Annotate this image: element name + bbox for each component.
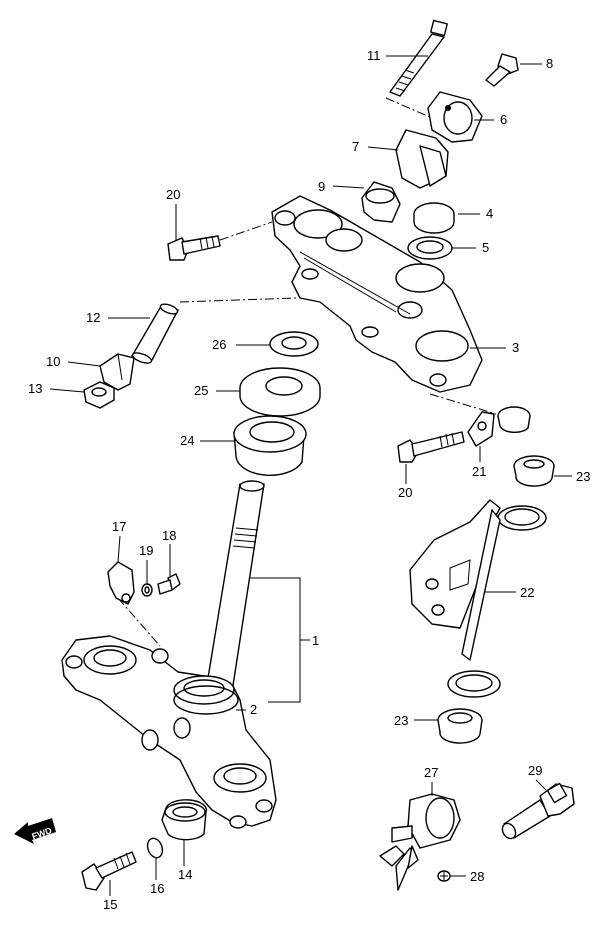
nut-13 (83, 381, 115, 409)
callout-23-lower: 23 (394, 713, 408, 728)
cable-guide-12 (131, 303, 179, 364)
callout-15: 15 (103, 897, 117, 912)
callout-6: 6 (500, 112, 507, 127)
bolt-20-lower (397, 431, 465, 463)
screw-28 (437, 870, 451, 882)
handlebar-clamp-upper (427, 91, 483, 143)
upper-bracket (271, 195, 483, 393)
bolt-20-upper (167, 235, 221, 261)
callout-26: 26 (212, 337, 226, 352)
callout-16: 16 (150, 881, 164, 896)
callout-22: 22 (520, 585, 534, 600)
callout-5: 5 (482, 240, 489, 255)
bolt-15 (81, 851, 137, 891)
callout-9: 9 (318, 179, 325, 194)
washer-16 (146, 837, 164, 859)
grommet-23-upper (497, 406, 531, 434)
callout-4: 4 (486, 206, 493, 221)
washer-21 (467, 411, 495, 447)
callout-28: 28 (470, 869, 484, 884)
callout-23-upper: 23 (576, 469, 590, 484)
bracket-10 (99, 353, 135, 391)
washer-19 (141, 583, 153, 597)
callout-1: 1 (312, 633, 319, 648)
bolt-11 (389, 19, 448, 97)
callout-21: 21 (472, 464, 486, 479)
bolt-8 (485, 53, 519, 87)
callout-20-upper: 20 (166, 187, 180, 202)
cushion-9 (361, 181, 401, 223)
callout-10: 10 (46, 354, 60, 369)
callout-3: 3 (512, 340, 519, 355)
handlebar-holder (395, 129, 449, 189)
callout-7: 7 (352, 139, 359, 154)
washer-26 (269, 331, 319, 357)
cap-4 (413, 202, 455, 234)
steering-lock-27 (379, 793, 461, 891)
cable-guide-22 (409, 499, 547, 698)
bearing-24 (233, 415, 307, 476)
callout-labels: 11 8 6 7 9 4 5 20 12 10 13 26 25 24 3 20… (28, 48, 590, 912)
grommet-23-lower (437, 708, 483, 744)
callout-14: 14 (178, 867, 192, 882)
callout-8: 8 (546, 56, 553, 71)
grommet-23-mid (513, 455, 555, 487)
callout-17: 17 (112, 519, 126, 534)
callout-27: 27 (424, 765, 438, 780)
lock-29 (501, 782, 575, 840)
callout-20-lower: 20 (398, 485, 412, 500)
callout-13: 13 (28, 381, 42, 396)
callout-29: 29 (528, 763, 542, 778)
dust-seal-25 (239, 367, 321, 417)
callout-25: 25 (194, 383, 208, 398)
washer-5 (407, 236, 453, 260)
callout-19: 19 (139, 543, 153, 558)
forward-arrow-icon: FWD (14, 818, 56, 844)
callout-18: 18 (162, 528, 176, 543)
callout-2: 2 (250, 702, 257, 717)
bolt-18 (157, 573, 181, 595)
stopper-17 (107, 561, 135, 605)
leader-lines (49, 55, 572, 896)
grommet-14 (161, 799, 208, 841)
steering-stem (61, 480, 277, 829)
callout-24: 24 (180, 433, 194, 448)
callout-12: 12 (86, 310, 100, 325)
callout-11: 11 (367, 48, 381, 63)
